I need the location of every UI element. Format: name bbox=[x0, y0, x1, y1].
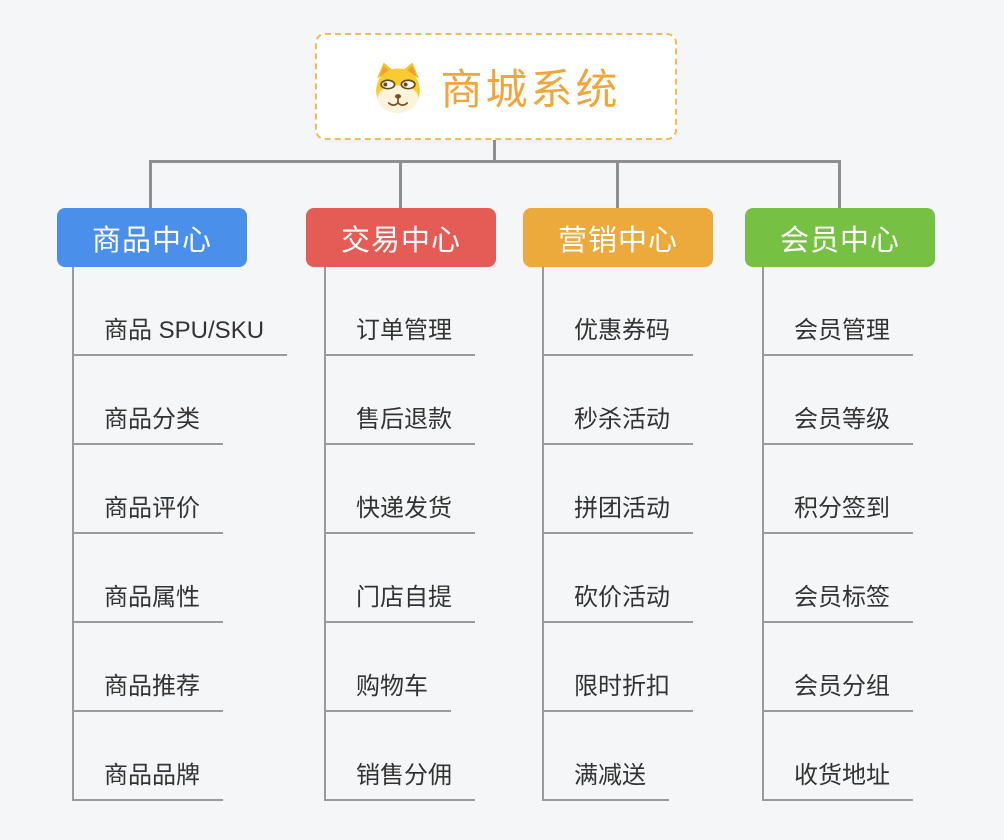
child-node[interactable]: 销售分佣 bbox=[324, 762, 475, 801]
branch-label: 会员中心 bbox=[779, 224, 900, 257]
child-node[interactable]: 秒杀活动 bbox=[542, 406, 693, 445]
child-node[interactable]: 快递发货 bbox=[324, 495, 475, 534]
branch-trunk-2 bbox=[324, 267, 326, 801]
connector-drop-3 bbox=[616, 160, 619, 209]
child-node[interactable]: 售后退款 bbox=[324, 406, 475, 445]
child-node[interactable]: 商品品牌 bbox=[72, 762, 223, 801]
child-node[interactable]: 商品 SPU/SKU bbox=[72, 317, 288, 356]
child-node[interactable]: 优惠券码 bbox=[542, 317, 693, 356]
branch-label: 交易中心 bbox=[340, 224, 461, 257]
child-node[interactable]: 会员等级 bbox=[762, 406, 913, 445]
child-node[interactable]: 拼团活动 bbox=[542, 495, 693, 534]
connector-horizontal bbox=[149, 160, 841, 163]
branch-box-member-center[interactable]: 会员中心 bbox=[745, 208, 935, 267]
branch-label: 营销中心 bbox=[557, 224, 678, 257]
branch-box-marketing-center[interactable]: 营销中心 bbox=[523, 208, 713, 267]
branch-box-trade-center[interactable]: 交易中心 bbox=[306, 208, 496, 267]
branch-box-product-center[interactable]: 商品中心 bbox=[57, 208, 247, 267]
connector-drop-2 bbox=[399, 160, 402, 209]
child-node[interactable]: 会员标签 bbox=[762, 584, 913, 623]
child-node[interactable]: 会员分组 bbox=[762, 673, 913, 712]
connector-drop-4 bbox=[838, 160, 841, 209]
connector-drop-1 bbox=[149, 160, 152, 209]
child-node[interactable]: 限时折扣 bbox=[542, 673, 693, 712]
child-node[interactable]: 收货地址 bbox=[762, 762, 913, 801]
child-node[interactable]: 商品分类 bbox=[72, 406, 223, 445]
child-node[interactable]: 门店自提 bbox=[324, 584, 475, 623]
child-node[interactable]: 商品评价 bbox=[72, 495, 223, 534]
child-node[interactable]: 会员管理 bbox=[762, 317, 913, 356]
root-title: 商城系统 bbox=[440, 66, 621, 113]
child-node[interactable]: 积分签到 bbox=[762, 495, 913, 534]
child-node[interactable]: 订单管理 bbox=[324, 317, 475, 356]
child-node[interactable]: 满减送 bbox=[542, 762, 669, 801]
root-node[interactable]: 商城系统 bbox=[315, 33, 677, 140]
child-node[interactable]: 商品推荐 bbox=[72, 673, 223, 712]
branch-label: 商品中心 bbox=[91, 224, 212, 257]
branch-trunk-4 bbox=[762, 267, 764, 801]
shiba-dog-icon bbox=[376, 62, 421, 113]
child-node[interactable]: 购物车 bbox=[324, 673, 451, 712]
child-node[interactable]: 商品属性 bbox=[72, 584, 223, 623]
connector-root-drop bbox=[493, 139, 496, 163]
child-node[interactable]: 砍价活动 bbox=[542, 584, 693, 623]
branch-trunk-3 bbox=[542, 267, 544, 801]
branch-trunk-1 bbox=[72, 267, 74, 801]
